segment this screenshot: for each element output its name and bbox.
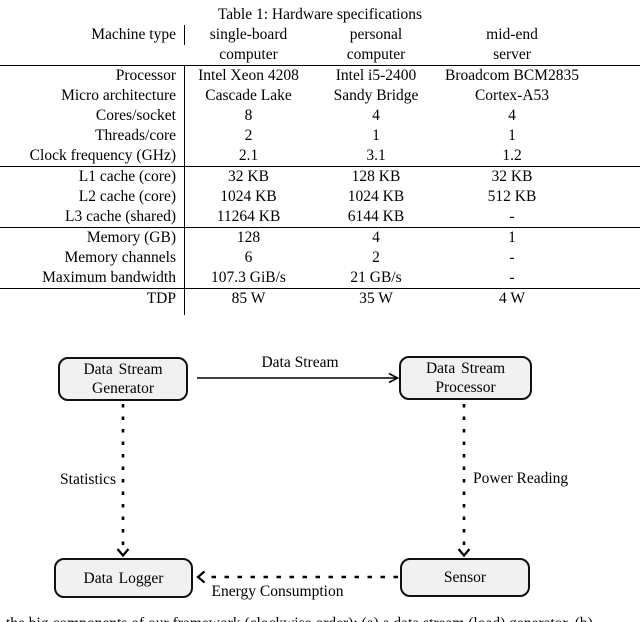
cell-value: 2.1 [238, 147, 259, 164]
edge-label-statistics: Statistics [60, 471, 116, 488]
table-row: Memory channels 6 2 - [0, 248, 640, 268]
cell-value: Sandy Bridge [333, 87, 419, 104]
row-label: Maximum bandwidth [0, 268, 185, 288]
cell-value: 1024 KB [347, 188, 405, 205]
table-row: Cores/socket 8 4 4 [0, 106, 640, 126]
node-sensor: Sensor [400, 558, 530, 597]
column-header-line: computer [346, 46, 406, 63]
cell-value: 6144 KB [347, 208, 405, 225]
table-row: TDP 85 W 35 W 4 W [0, 288, 640, 309]
column-header-line: server [493, 46, 531, 63]
table-row: Threads/core 2 1 1 [0, 126, 640, 146]
row-label: Memory (GB) [0, 228, 185, 248]
cell-value: 8 [244, 107, 253, 124]
cell-value: - [509, 208, 515, 225]
row-label: TDP [0, 289, 185, 309]
table-row: Processor Intel Xeon 4208 Intel i5-2400 … [0, 66, 640, 86]
cell-value: 3.1 [366, 147, 386, 164]
cell-value: Cortex-A53 [474, 87, 550, 104]
row-label: L3 cache (shared) [0, 207, 185, 227]
node-data-stream-generator: Data Stream Generator [58, 357, 188, 401]
row-label: L2 cache (core) [0, 187, 185, 207]
arrow-power-reading [457, 404, 471, 558]
row-label: Micro architecture [0, 86, 185, 106]
column-header-line: single-board [209, 26, 288, 43]
table-header-row: Machine type single-board computer perso… [0, 25, 640, 66]
cell-value: 1024 KB [220, 188, 277, 205]
node-data-stream-processor: Data Stream Processor [399, 356, 532, 400]
cell-value: 21 GB/s [350, 269, 402, 286]
column-header-personal: personal computer [312, 25, 440, 65]
table-row: L2 cache (core) 1024 KB 1024 KB 512 KB [0, 187, 640, 207]
column-header-line: computer [219, 46, 278, 63]
cell-value: 1.2 [502, 147, 522, 164]
cell-value: 1 [372, 127, 380, 144]
cell-value: 1 [508, 229, 516, 246]
column-header-single-board: single-board computer [185, 25, 312, 65]
cell-value: 32 KB [228, 168, 269, 185]
edge-label-data-stream: Data Stream [261, 354, 339, 371]
node-label-line: Data Stream [425, 360, 506, 377]
arrow-data-stream [197, 372, 400, 384]
caption-text: the big components of our framework (clo… [6, 613, 634, 622]
cell-value: 4 [372, 107, 380, 124]
node-data-logger: Data Logger [54, 558, 193, 598]
row-label: Clock frequency (GHz) [0, 146, 185, 166]
row-label: Processor [0, 66, 185, 86]
vertical-rule-extension [0, 309, 185, 315]
cell-value: 85 W [231, 290, 266, 307]
arrow-energy-consumption [196, 570, 398, 584]
table-row: L3 cache (shared) 11264 KB 6144 KB - [0, 207, 640, 227]
cell-value: 2 [372, 249, 380, 266]
column-header-line: personal [349, 26, 403, 43]
column-header-machine-type: Machine type [0, 25, 185, 45]
cell-value: 4 [372, 229, 380, 246]
cell-value: 128 KB [351, 168, 401, 185]
table-row: Maximum bandwidth 107.3 GiB/s 21 GB/s - [0, 268, 640, 288]
node-label-line: Data Logger [83, 569, 164, 587]
cell-value: 107.3 GiB/s [211, 269, 286, 286]
hardware-specs-table: Machine type single-board computer perso… [0, 25, 640, 315]
column-header-mid-end: mid-end server [440, 25, 584, 65]
arrow-statistics [116, 404, 130, 558]
edge-label-power-reading: Power Reading [473, 470, 569, 487]
cell-value: 4 [508, 107, 516, 124]
cell-value: 128 [236, 229, 261, 246]
cell-value: 35 W [359, 290, 393, 307]
cell-value: Cascade Lake [205, 87, 292, 104]
column-header-line: mid-end [486, 26, 538, 43]
cell-value: Intel Xeon 4208 [198, 67, 299, 84]
node-label-line: Sensor [443, 569, 487, 586]
node-label-line: Generator [92, 380, 154, 397]
cell-value: - [509, 249, 515, 266]
row-label: L1 cache (core) [0, 167, 185, 187]
clipped-caption: the big components of our framework (clo… [0, 612, 640, 622]
table-row: Clock frequency (GHz) 2.1 3.1 1.2 [0, 146, 640, 166]
cell-value: 1 [508, 127, 516, 144]
node-label-line: Data Stream [83, 361, 163, 378]
row-label: Threads/core [0, 126, 185, 146]
cell-value: 512 KB [487, 188, 537, 205]
cell-value: - [509, 269, 515, 286]
table-bottom-spacer [0, 309, 640, 315]
table-title: Table 1: Hardware specifications [217, 6, 423, 23]
row-label: Memory channels [0, 248, 185, 268]
cell-value: Broadcom BCM2835 [445, 67, 579, 84]
cell-value: 2 [244, 127, 253, 144]
cell-value: 11264 KB [216, 208, 281, 225]
cell-value: 32 KB [491, 168, 533, 185]
row-label: Cores/socket [0, 106, 185, 126]
edge-label-energy-consumption: Energy Consumption [211, 583, 344, 600]
table-row: Micro architecture Cascade Lake Sandy Br… [0, 86, 640, 106]
cell-value: 6 [244, 249, 253, 266]
cell-value: Intel i5-2400 [335, 67, 417, 84]
node-label-line: Processor [435, 379, 496, 396]
table-row: Memory (GB) 128 4 1 [0, 227, 640, 248]
cell-value: 4 W [499, 290, 525, 307]
table-row: L1 cache (core) 32 KB 128 KB 32 KB [0, 166, 640, 187]
